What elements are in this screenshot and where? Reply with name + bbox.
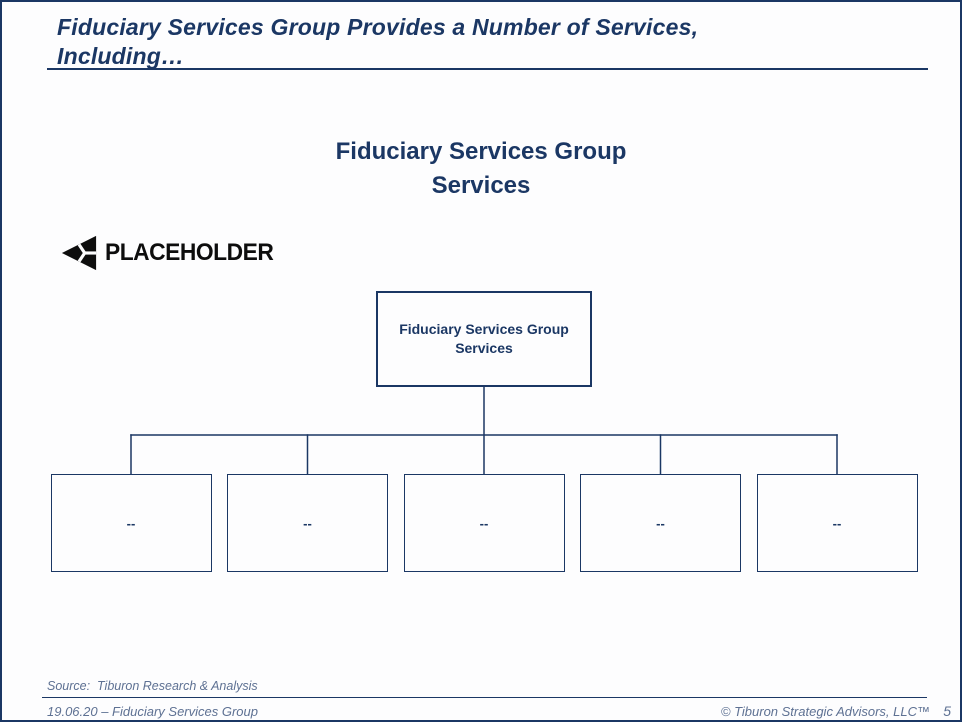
org-chart-child-box-4: --	[580, 474, 741, 572]
org-chart-root-label-line-1: Fiduciary Services Group	[399, 321, 569, 337]
org-chart-root-box: Fiduciary Services Group Services	[376, 291, 592, 387]
org-chart-child-label: --	[656, 515, 665, 531]
page-number: 5	[943, 703, 951, 719]
org-chart-child-box-5: --	[756, 474, 918, 572]
org-chart-child-box-2: --	[227, 474, 388, 572]
footer-copyright: © Tiburon Strategic Advisors, LLC™	[720, 704, 930, 719]
org-chart-child-box-1: --	[50, 474, 212, 572]
placeholder-logo-icon	[61, 235, 97, 271]
title-underline	[47, 68, 928, 70]
footer-divider	[42, 697, 927, 698]
slide-title-line-1: Fiduciary Services Group Provides a Numb…	[57, 14, 699, 40]
chart-heading: Fiduciary Services Group Services	[2, 135, 960, 203]
slide-title-line-2: Including…	[57, 43, 185, 69]
placeholder-logo-text: PLACEHOLDER	[105, 239, 274, 266]
org-chart-child-label: --	[303, 515, 312, 531]
chart-heading-line-1: Fiduciary Services Group	[335, 138, 627, 165]
org-chart-child-box-3: --	[403, 474, 565, 572]
org-chart-root-label-line-2: Services	[455, 340, 513, 356]
org-chart-child-label: --	[832, 515, 842, 531]
org-chart-child-label: --	[126, 515, 136, 531]
placeholder-logo: PLACEHOLDER	[60, 231, 282, 275]
org-chart-child-label: --	[479, 515, 489, 531]
chart-heading-line-2: Services	[431, 172, 531, 199]
slide-title: Fiduciary Services Group Provides a Numb…	[57, 13, 927, 71]
footer-doc-label: 19.06.20 – Fiduciary Services Group	[47, 704, 258, 719]
source-note: Source: Tiburon Research & Analysis	[47, 679, 258, 693]
